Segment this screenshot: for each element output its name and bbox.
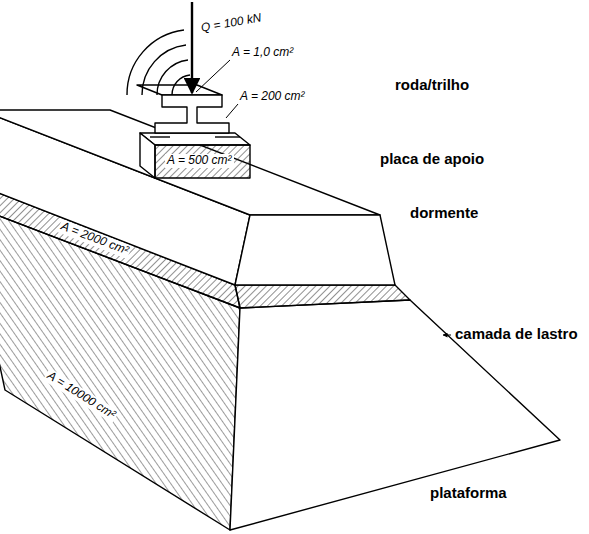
force-arrow [191, 2, 193, 93]
plate-rib [150, 136, 170, 137]
plate-contact-area [155, 145, 250, 178]
sleeper-end [235, 215, 395, 285]
sleeper-base-front [235, 285, 410, 308]
load-label: Q = 100 kN [200, 11, 262, 35]
plate-side [140, 133, 155, 178]
part-name: plataforma [430, 484, 507, 501]
wheel-arc [142, 45, 186, 95]
part-name: placa de apoio [380, 150, 484, 167]
leader-line [196, 60, 230, 92]
wheel-arc [157, 60, 188, 95]
wheel-arc [172, 75, 190, 95]
leader-line [226, 104, 238, 118]
area-label: A = 200 cm² [240, 90, 305, 104]
part-name: roda/trilho [395, 76, 469, 93]
plate-top [140, 133, 250, 145]
part-name: camada de lastro [455, 325, 578, 342]
plate-rib [215, 136, 240, 137]
part-name: dormente [410, 204, 478, 221]
rail-section [155, 95, 229, 133]
wheel-arc [127, 30, 184, 95]
rail-depth [137, 85, 222, 95]
area-label: A = 500 cm² [165, 154, 234, 168]
leader-line [443, 335, 451, 336]
area-label: A = 1,0 cm² [232, 46, 293, 60]
